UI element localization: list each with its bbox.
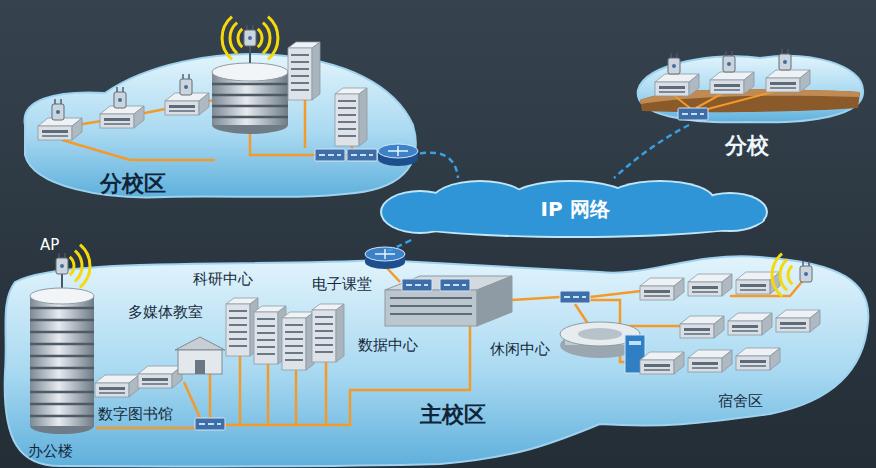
- branch-campus-buildings: [288, 42, 320, 100]
- main-campus-buildings: [282, 312, 314, 370]
- main-campus-buildings: [30, 296, 94, 426]
- building-label: 数据中心: [358, 336, 418, 354]
- building-label: 办公楼: [28, 442, 73, 460]
- label-anchor: 休闲中心: [490, 340, 550, 358]
- main-campus-buildings: [138, 366, 182, 388]
- label-anchor: 多媒体教室: [128, 303, 203, 321]
- main-campus-buildings: [688, 350, 732, 372]
- campus-region-shape: [25, 54, 416, 197]
- branch-campus-buildings: [212, 63, 288, 81]
- main-campus-buildings: [178, 350, 222, 374]
- network-link: [420, 153, 458, 178]
- campus-region: 主校区: [0, 252, 876, 468]
- network-link: [385, 240, 411, 252]
- branch-campus-buildings: [378, 144, 418, 166]
- branch-campus-buildings: [222, 17, 242, 60]
- branch-campus-buildings: [249, 46, 251, 63]
- region-label: 主校区: [420, 402, 486, 428]
- main-campus-buildings: [385, 290, 477, 326]
- campus-region: 分校: [630, 50, 866, 125]
- region-label: 分校区: [100, 171, 166, 197]
- main-campus-buildings: [776, 310, 820, 332]
- main-campus-buildings: [640, 352, 684, 374]
- branch-school-buildings: [779, 49, 791, 70]
- main-campus-buildings: [96, 427, 195, 430]
- branch-campus-buildings: [165, 93, 209, 115]
- main-campus-buildings: [390, 298, 472, 314]
- network-link: [614, 125, 689, 178]
- main-campus-buildings: [95, 375, 139, 397]
- main-campus-buildings: [254, 306, 286, 364]
- main-campus-buildings: [728, 313, 772, 335]
- branch-school-buildings: [766, 70, 810, 92]
- branch-campus-buildings: [258, 17, 278, 60]
- main-campus-buildings: [402, 279, 432, 291]
- campus-region-shape: [5, 256, 869, 466]
- branch-school-buildings: [723, 51, 735, 72]
- branch-school-buildings: [655, 74, 699, 96]
- branch-school-buildings: [710, 72, 754, 94]
- label-anchor: 电子课堂: [312, 275, 372, 293]
- branch-campus-buildings: [335, 88, 367, 146]
- label-anchor: 宿舍区: [718, 392, 763, 410]
- main-campus-buildings: [195, 360, 205, 374]
- main-campus-buildings: [629, 341, 641, 345]
- branch-campus-buildings: [38, 118, 82, 140]
- campus-region-outline: [15, 45, 420, 200]
- main-campus-buildings: [365, 247, 405, 269]
- branch-school-buildings: [668, 53, 680, 74]
- branch-campus-buildings: [100, 106, 144, 128]
- building-label: 休闲中心: [490, 340, 550, 358]
- main-campus-buildings: [680, 316, 724, 338]
- region-label: 分校: [725, 133, 769, 159]
- branch-school-buildings: [678, 108, 708, 120]
- main-campus-buildings: [688, 274, 732, 296]
- campus-region-outline: [630, 50, 866, 125]
- branch-campus-buildings: [315, 149, 345, 161]
- label-anchor: 办公楼: [28, 442, 73, 460]
- building-label: AP: [40, 236, 59, 254]
- building-label: 科研中心: [193, 270, 253, 288]
- main-campus-buildings: [30, 308, 94, 416]
- network-cloud: IP 网络: [380, 178, 770, 240]
- branch-campus-buildings: [212, 84, 288, 117]
- building-label: 数字图书馆: [98, 405, 173, 423]
- building-label: 电子课堂: [312, 275, 372, 293]
- region-label: IP 网络: [540, 197, 609, 221]
- main-campus-buildings: [195, 418, 225, 430]
- main-campus-buildings: [56, 253, 68, 274]
- campus-region: 分校区: [15, 45, 420, 200]
- main-campus-buildings: [560, 291, 590, 303]
- building-label: 多媒体教室: [128, 303, 203, 321]
- label-anchor: AP: [40, 236, 59, 254]
- campus-region-shape: [638, 56, 863, 122]
- main-campus-buildings: [640, 278, 684, 300]
- branch-campus-buildings: [244, 25, 256, 46]
- main-campus-buildings: [736, 348, 780, 370]
- label-anchor: 科研中心: [193, 270, 253, 288]
- label-anchor: 数字图书馆: [98, 405, 173, 423]
- label-anchor: 数据中心: [358, 336, 418, 354]
- main-campus-buildings: [578, 328, 622, 340]
- main-campus-buildings: [226, 298, 258, 356]
- main-campus-buildings: [440, 279, 470, 291]
- main-campus-buildings: [312, 304, 344, 362]
- main-campus-buildings: [30, 288, 94, 304]
- building-label: 宿舍区: [718, 392, 763, 410]
- campus-region-outline: [0, 252, 876, 468]
- branch-campus-buildings: [347, 149, 377, 161]
